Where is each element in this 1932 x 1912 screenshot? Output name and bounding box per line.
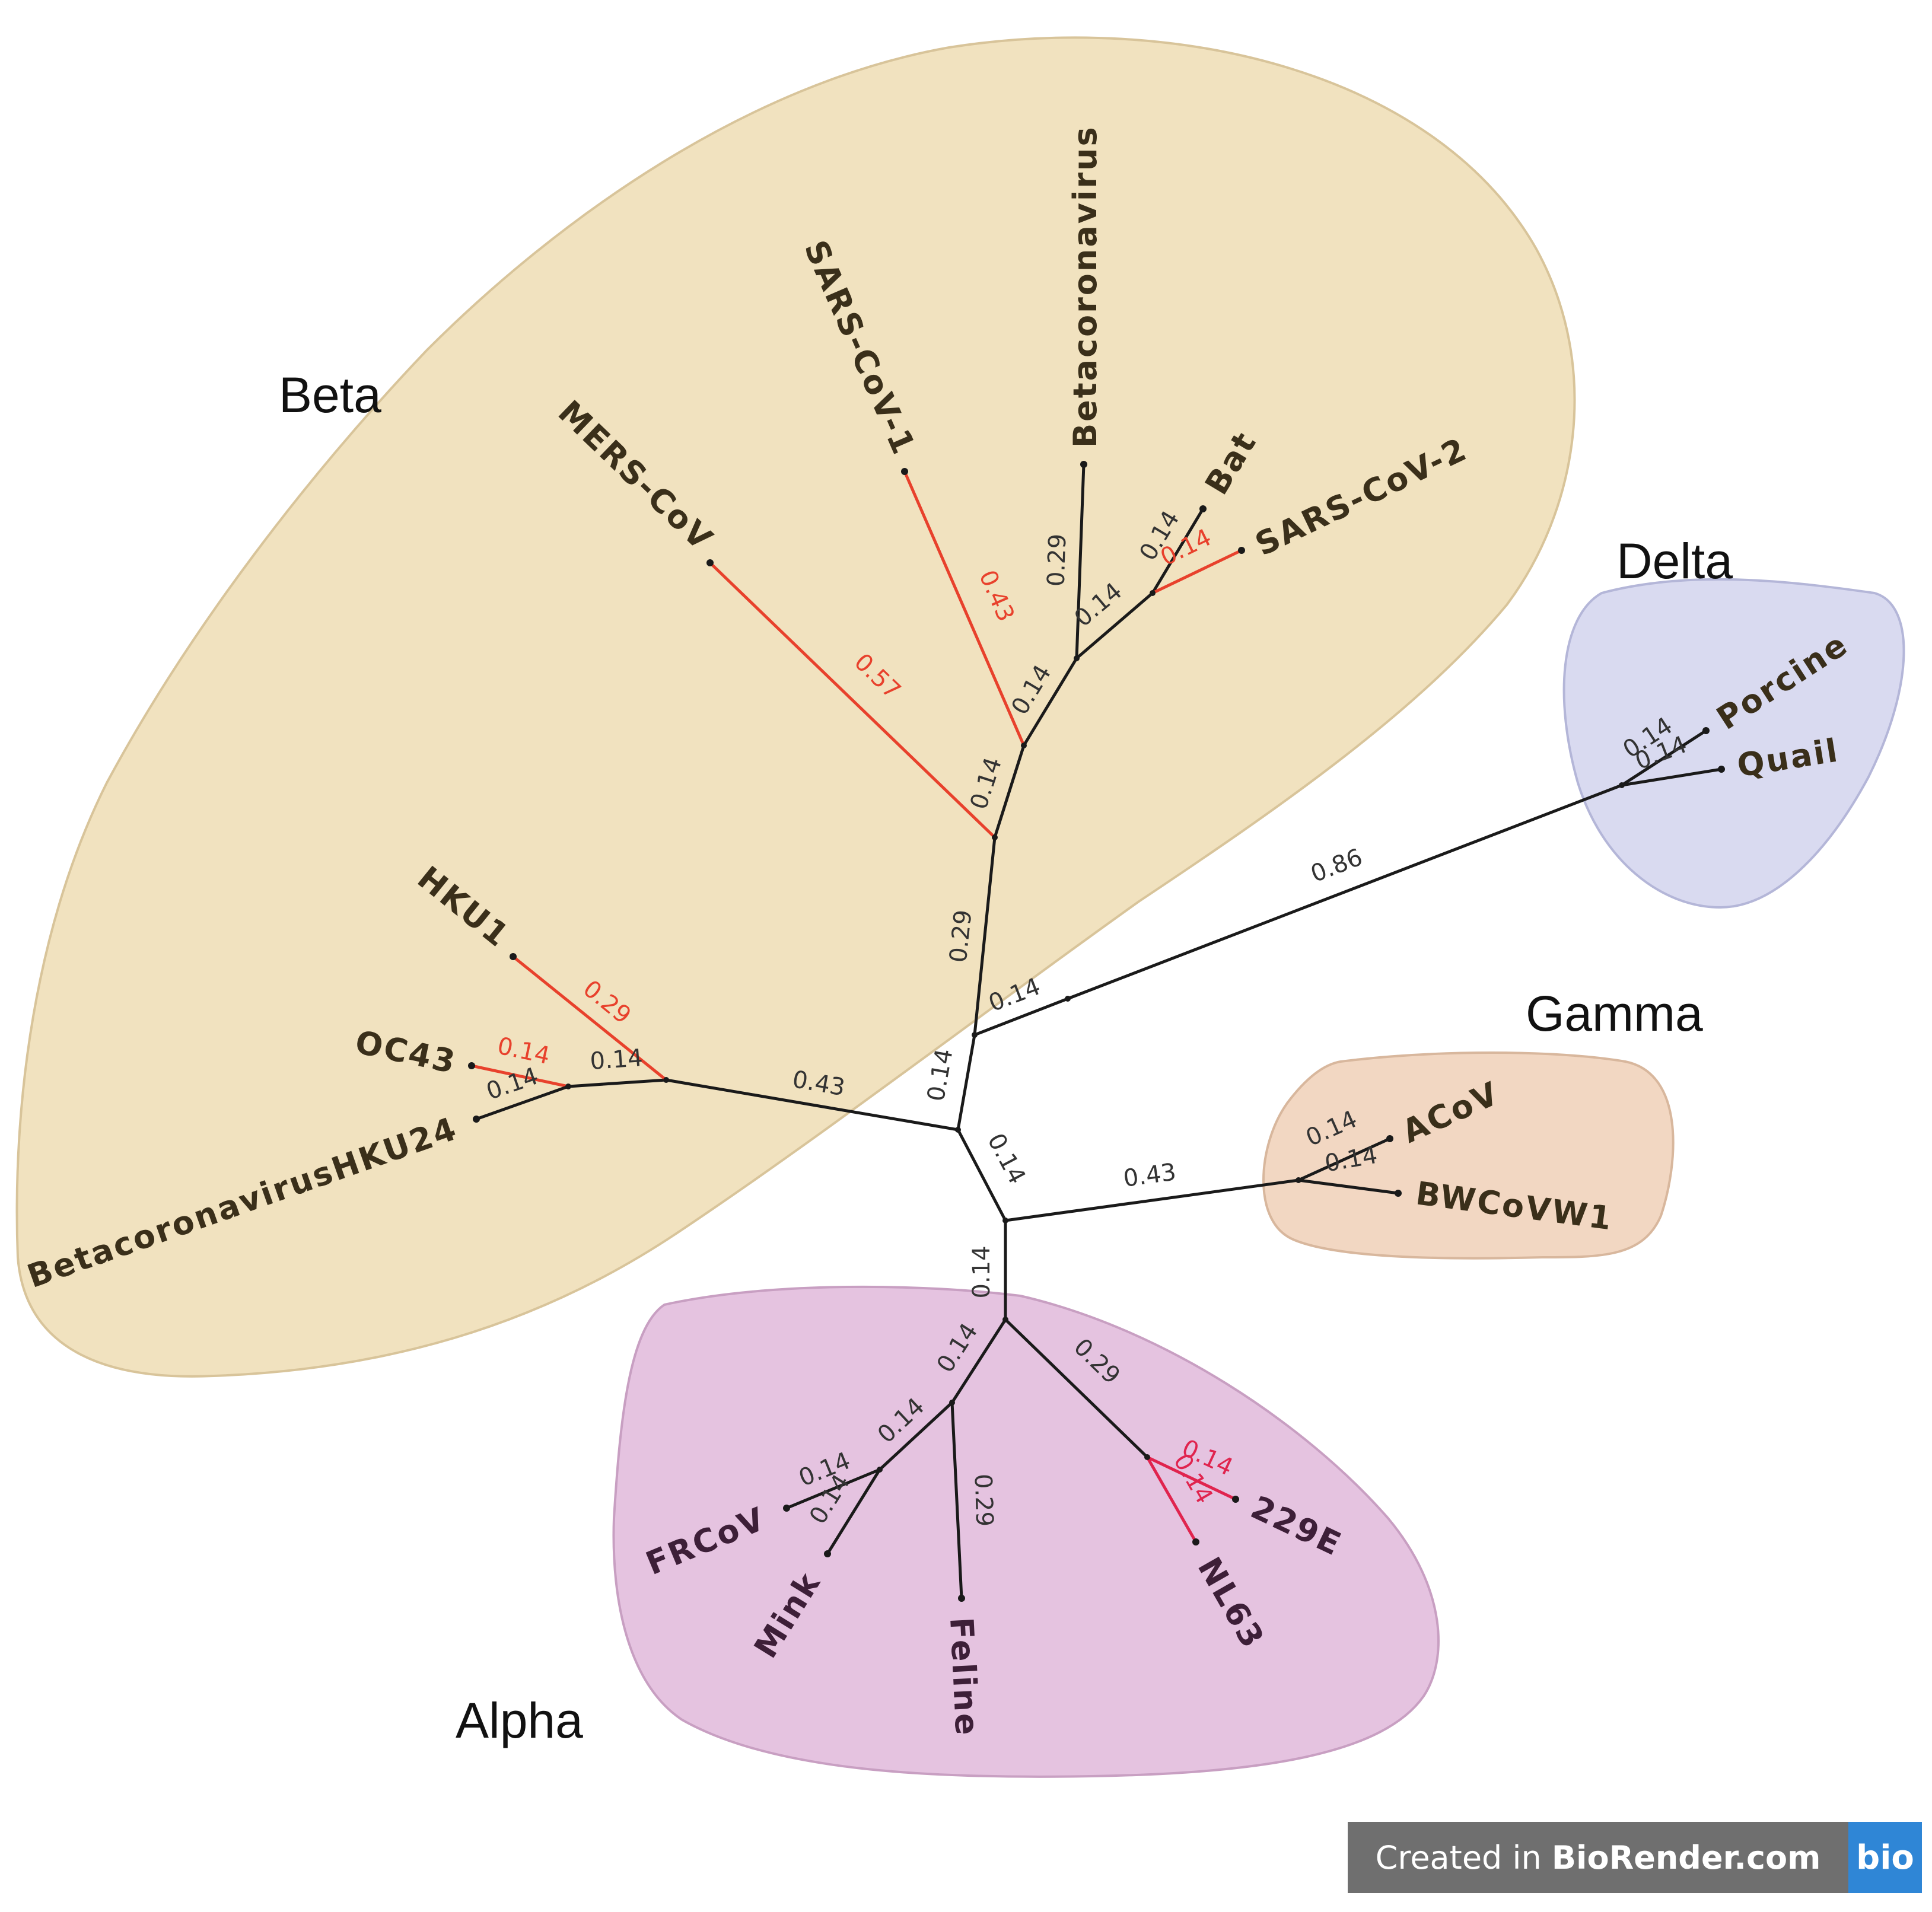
branch-inner-1 [1022,657,1078,747]
branch-delta-link [973,997,1070,1037]
node-dot [1296,1177,1301,1183]
branch-group [470,463,1723,1600]
node-dot [1021,743,1027,748]
tip-dot [1192,1538,1199,1545]
branch-embeco-node [566,1078,668,1088]
branch-label-gamma-stem: 0.43 [1122,1158,1177,1193]
branch-center-down [956,1128,1007,1222]
branch-sars2 [1151,549,1243,595]
node-dot [877,1467,883,1473]
branch-mers [708,561,997,839]
biorender-logo: bio [1848,1822,1922,1893]
tip-dot [1386,1135,1393,1142]
branch-label-alpha-stem: 0.14 [968,1245,995,1298]
node-dot [949,1400,955,1406]
node-dot [1074,655,1080,661]
branch-betacorona [1075,463,1086,660]
clade-label-beta: Beta [279,367,381,423]
clade-label-delta: Delta [1616,533,1733,589]
branch-label-feline: 0.29 [969,1473,998,1527]
delta-clade-region [1562,578,1905,909]
branch-delta-stem [1066,783,1624,1000]
branch-bat-sars2-node [1075,591,1154,660]
tip-dot [1232,1496,1239,1503]
node-dot [955,1127,961,1133]
leaf-label-feline: Feline [943,1617,986,1738]
branch-frcov-node [878,1401,954,1471]
branch-center-up [956,1033,976,1132]
clade-label-gamma: Gamma [1526,986,1703,1041]
tip-dot [1080,461,1087,468]
branch-229e [1145,1455,1237,1501]
node-dot [1002,1218,1008,1223]
leaf-label-betacoronavirus: Betacoronavirus [1067,125,1104,448]
node-dot [1144,1454,1150,1460]
beta-clade-region [15,36,1576,1378]
branch-label-betacorona: 0.29 [1042,533,1071,587]
node-dot [663,1077,669,1083]
branch-porcine [1620,729,1708,787]
branch-bwcov [1297,1178,1400,1195]
branch-quail [1620,767,1723,787]
node-dot [1065,996,1071,1002]
branch-frcov [785,1468,881,1510]
biorender-badge: Created in BioRender.com bio [1348,1822,1922,1893]
tip-dot [706,559,714,566]
tip-dot [468,1062,475,1069]
tip-dot [510,953,517,960]
branch-mink [826,1468,881,1556]
branch-beta-stem [973,836,997,1037]
node-dot [1002,1317,1008,1323]
branch-bat [1151,507,1205,595]
branch-nl63 [1145,1455,1198,1544]
badge-text: Created in BioRender.com [1348,1839,1848,1876]
tip-dot [1395,1190,1402,1197]
branch-length-labels: 0.57 0.43 0.29 0.14 0.14 0.14 0.14 0.14 … [483,506,1691,1529]
tip-dot [958,1595,965,1602]
node-dot [1150,590,1156,596]
tip-dot [1718,766,1725,773]
badge-brand: BioRender.com [1551,1838,1821,1876]
node-dots [468,461,1725,1602]
gamma-clade-region [1262,1051,1675,1260]
tip-dot [1702,727,1710,734]
node-dot [972,1032,978,1038]
branch-label-center-down: 0.14 [982,1129,1030,1188]
tip-dot [824,1550,831,1557]
tip-dot [1238,547,1245,554]
branch-hku1 [511,955,668,1082]
node-dot [565,1084,571,1089]
branch-hku24 [475,1085,570,1121]
clade-label-alpha: Alpha [456,1693,583,1748]
branch-label-beta-stem: 0.29 [945,909,978,964]
branch-oc43 [470,1064,570,1088]
branch-label-delta-stem: 0.86 [1307,843,1367,888]
branch-embeco-stem [664,1078,960,1132]
branch-alpha-right [1004,1318,1149,1459]
branch-gamma-stem [1004,1178,1300,1222]
branch-label-embeco-node: 0.14 [589,1044,644,1075]
alpha-clade-region [612,1285,1440,1778]
node-dot [992,834,998,840]
tip-dot [783,1505,790,1512]
branch-alpha-left [950,1318,1007,1404]
branch-inner-2 [993,744,1026,839]
tip-dot [1199,505,1207,512]
branch-acov [1297,1137,1392,1182]
tip-dot [473,1116,480,1123]
badge-prefix: Created in [1375,1838,1552,1876]
node-dot [1619,782,1625,788]
tip-dot [901,468,908,475]
branch-sars1 [903,470,1026,747]
branch-feline [950,1401,963,1600]
